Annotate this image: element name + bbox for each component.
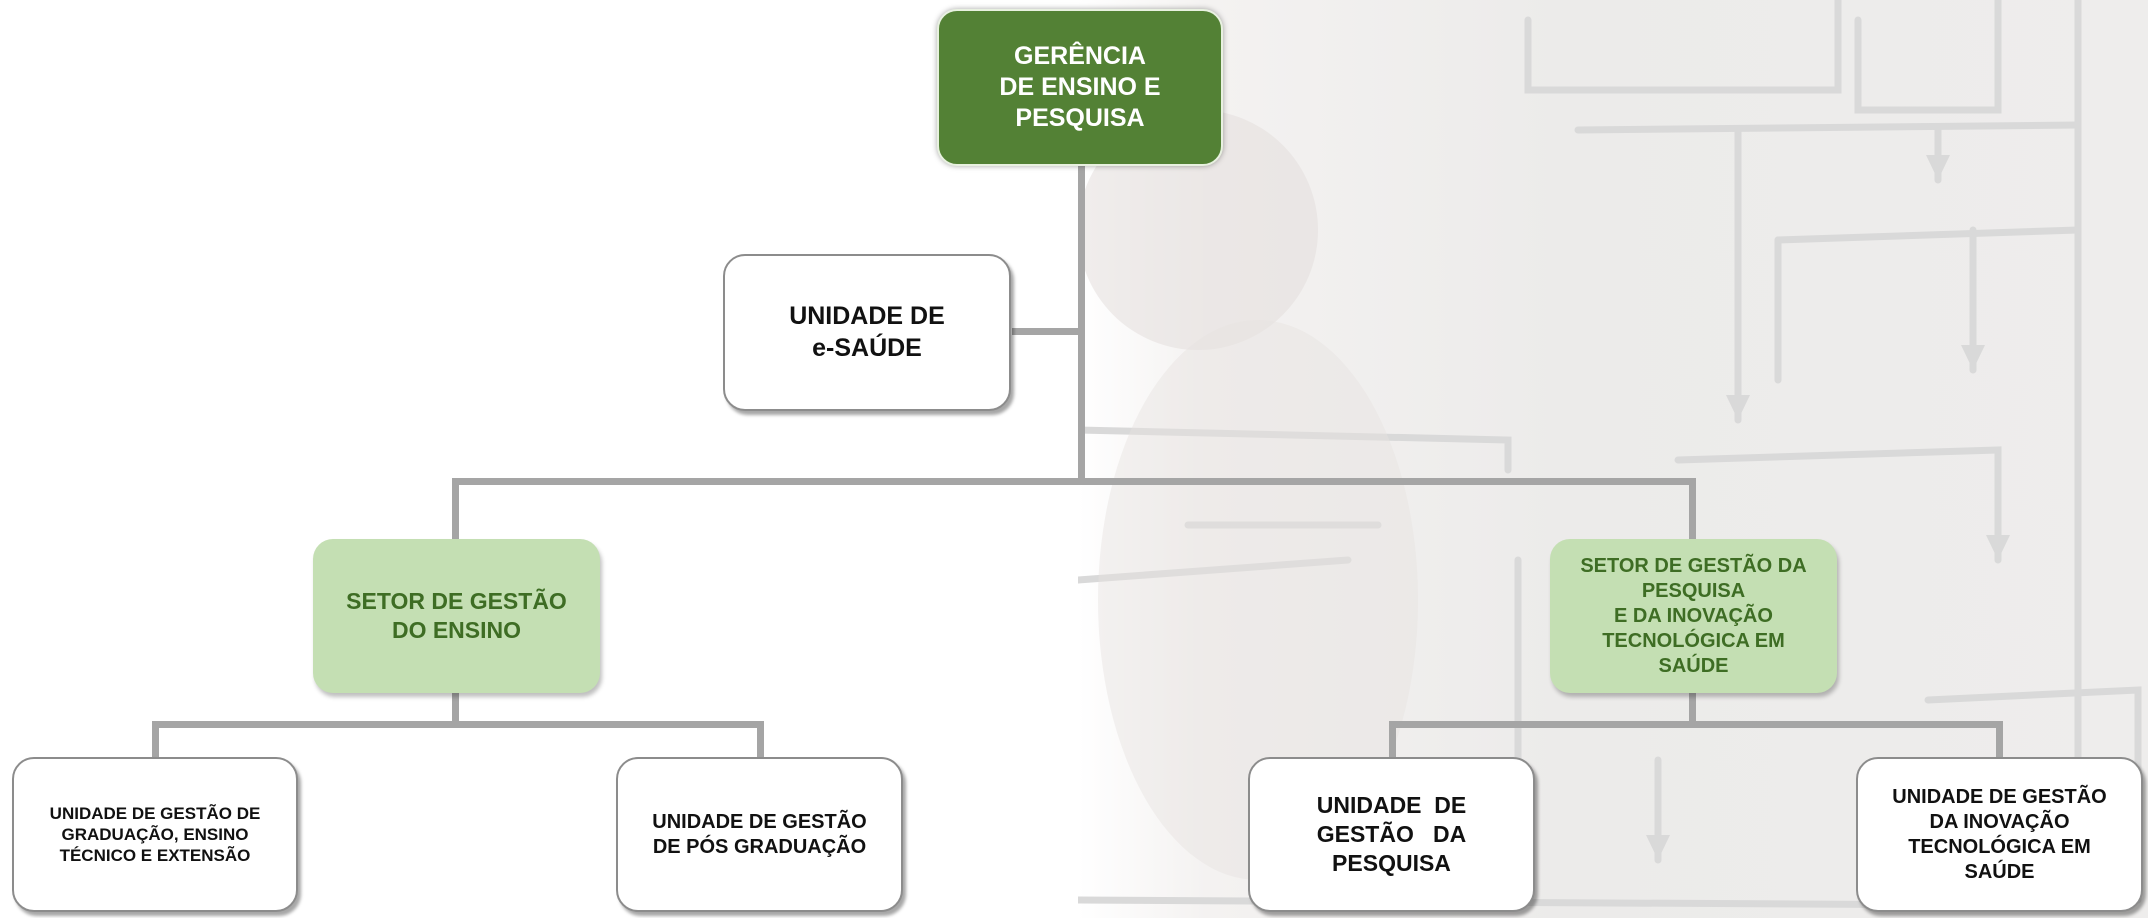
connector-sectors-bar: [452, 478, 1696, 485]
connector-right-unit2-drop: [1996, 721, 2003, 757]
connector-left-unit1-drop: [152, 721, 159, 757]
unit-node-inovacao-tecnologica: UNIDADE DE GESTÃO DA INOVAÇÃO TECNOLÓGIC…: [1856, 757, 2143, 912]
connector-right-sector-down: [1689, 693, 1696, 727]
connector-right-units-bar: [1389, 721, 2003, 728]
connector-root-trunk: [1078, 166, 1085, 485]
unit-node-gestao-pesquisa: UNIDADE DE GESTÃO DA PESQUISA: [1248, 757, 1535, 912]
staff-unit-esaude: UNIDADE DE e-SAÚDE: [723, 254, 1011, 411]
unit-node-graduacao: UNIDADE DE GESTÃO DE GRADUAÇÃO, ENSINO T…: [12, 757, 298, 912]
connector-left-units-bar: [152, 721, 764, 728]
flowchart-sketch-watermark: [1078, 0, 2142, 909]
unit-node-pos-graduacao: UNIDADE DE GESTÃO DE PÓS GRADUAÇÃO: [616, 757, 903, 912]
sector-node-ensino: SETOR DE GESTÃO DO ENSINO: [313, 539, 600, 693]
connector-sector-right-drop: [1689, 478, 1696, 539]
connector-left-unit2-drop: [757, 721, 764, 757]
connector-left-sector-down: [452, 693, 459, 727]
connector-sector-left-drop: [452, 478, 459, 539]
connector-esaude: [1012, 328, 1082, 335]
sector-node-pesquisa-inovacao: SETOR DE GESTÃO DA PESQUISA E DA INOVAÇÃ…: [1550, 539, 1837, 693]
connector-right-unit1-drop: [1389, 721, 1396, 757]
root-node-gerencia: GERÊNCIA DE ENSINO E PESQUISA: [937, 9, 1223, 166]
